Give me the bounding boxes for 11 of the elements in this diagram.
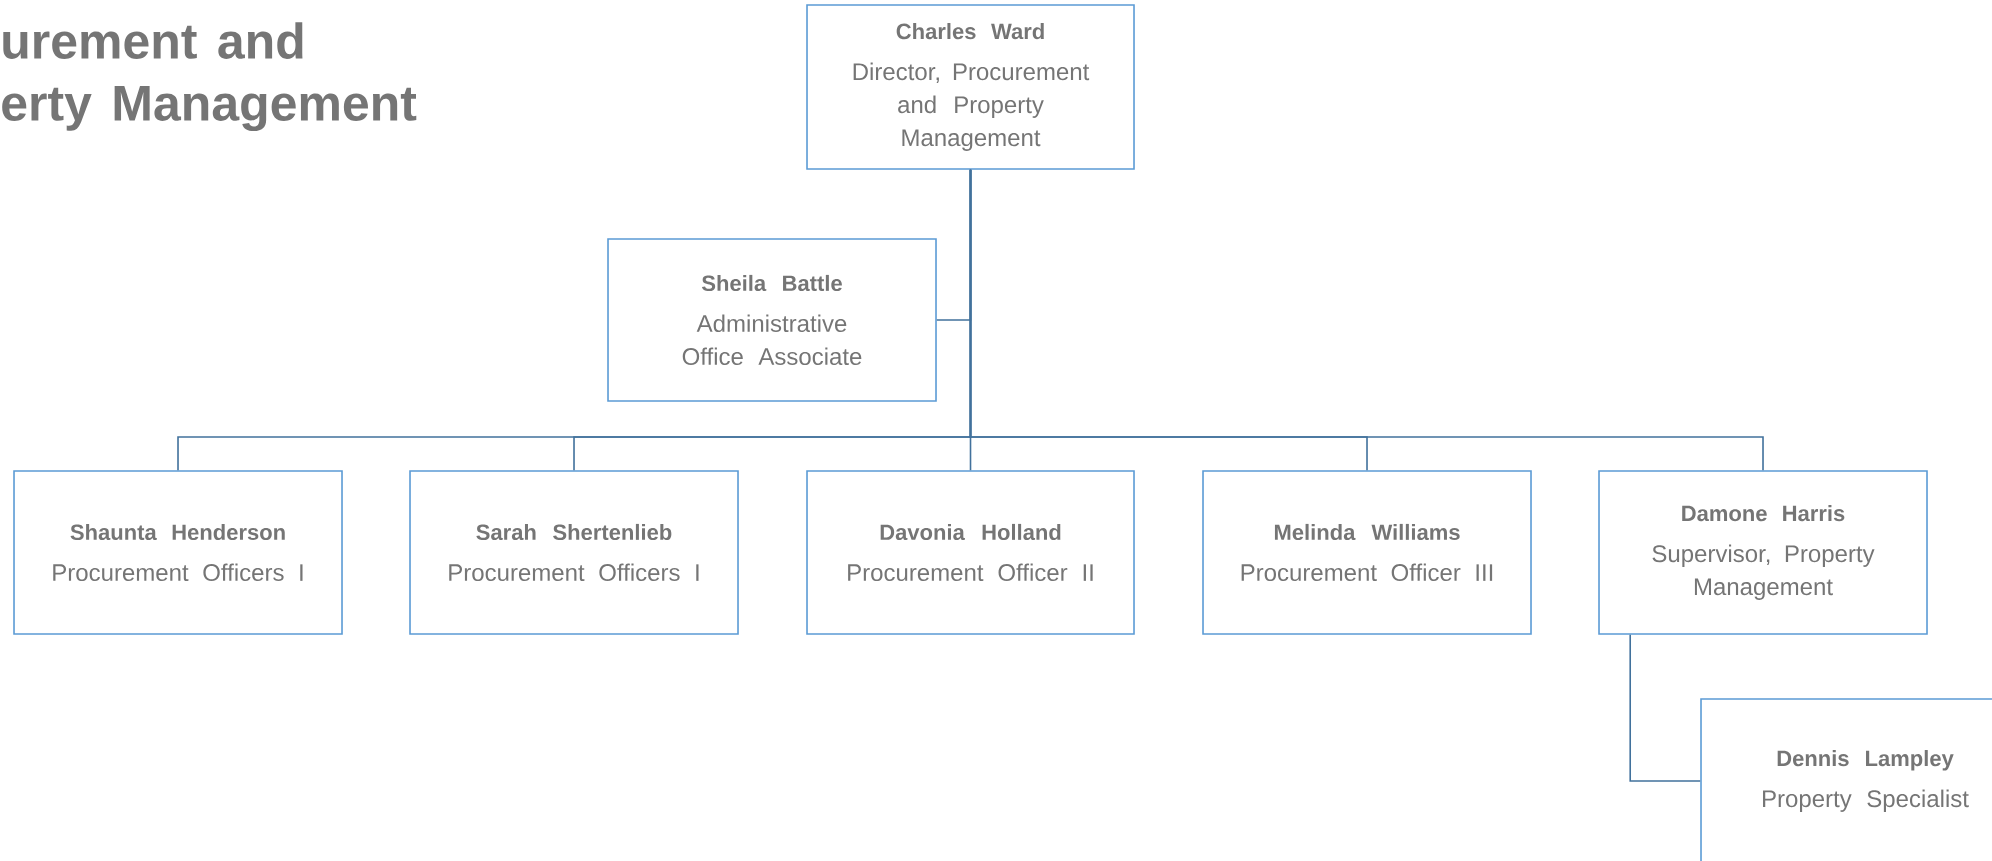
person-box: Sheila Battle Administrative Office Associate (607, 238, 937, 402)
title: urement and erty Management (2, 22, 417, 132)
person-box: Sarah Shertenlieb Procurement Officers I (409, 470, 739, 635)
person-box: Shaunta Henderson Procurement Officers I (13, 470, 343, 635)
person-box: Davonia Holland Procurement Officer II (806, 470, 1135, 635)
person-box: Melinda Williams Procurement Officer III (1202, 470, 1532, 635)
person-box: Charles Ward Director, Procurement and Property Management (806, 4, 1135, 170)
person-box: Damone Harris Supervisor, Property Management (1598, 470, 1928, 635)
person-box: Dennis Lampley Property Specialist (1700, 698, 1992, 861)
connector-line (969, 169, 1764, 471)
connector-line (1629, 634, 1701, 782)
